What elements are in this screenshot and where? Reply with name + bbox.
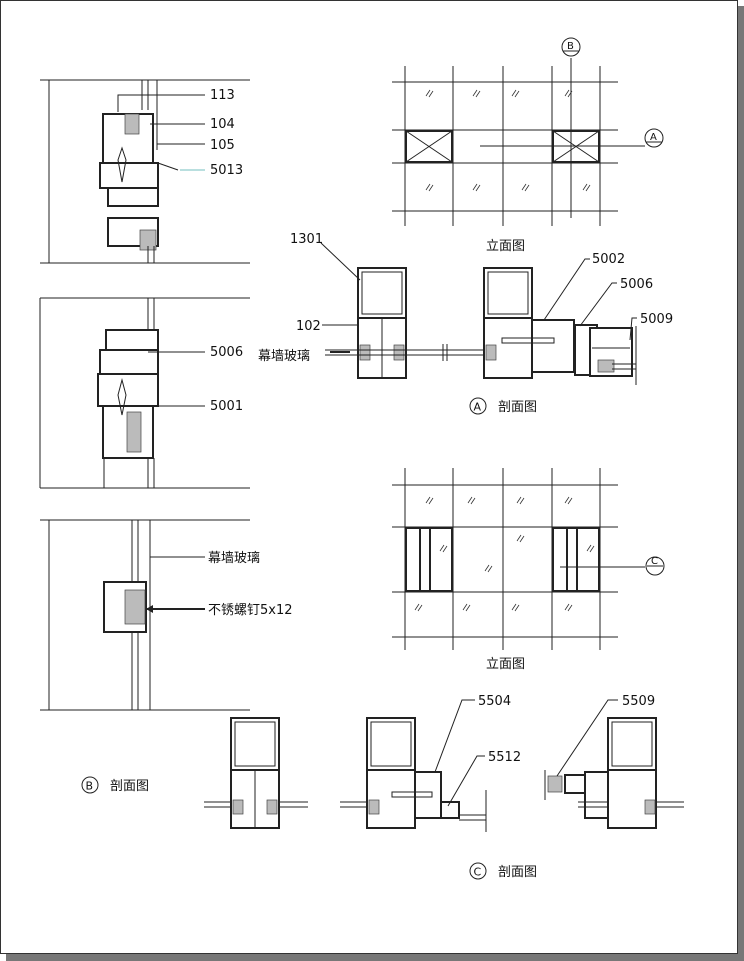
label-113: 113 xyxy=(210,88,235,103)
section-a-title: 剖面图 xyxy=(498,400,537,415)
label-stainless-screw: 不锈螺钉5x12 xyxy=(208,603,293,618)
label-5002: 5002 xyxy=(592,252,625,267)
section-c-marker: C xyxy=(474,866,482,879)
label-curtain-glass: 幕墙玻璃 xyxy=(208,551,260,566)
label-105: 105 xyxy=(210,138,235,153)
section-a-marker: A xyxy=(474,401,482,414)
section-c-title: 剖面图 xyxy=(498,865,537,880)
label-5001: 5001 xyxy=(210,399,243,414)
bubble-c-circle xyxy=(645,556,665,576)
elevation-top-title: 立面图 xyxy=(486,239,525,254)
bubble-b-circle xyxy=(561,37,581,57)
bubble-a-circle xyxy=(644,128,664,148)
section-a-marker-circle xyxy=(469,397,487,415)
label-5006-a: 5006 xyxy=(620,277,653,292)
label-5512: 5512 xyxy=(488,750,521,765)
elevation-bottom-drawing xyxy=(392,468,645,650)
section-a-drawing xyxy=(320,242,637,385)
label-102: 102 xyxy=(296,319,321,334)
section-b-title: 剖面图 xyxy=(110,779,149,794)
section-b-marker-circle xyxy=(81,776,99,794)
section-b-marker: B xyxy=(86,780,94,793)
section-c-drawing xyxy=(204,699,684,832)
label-1301: 1301 xyxy=(290,232,323,247)
label-5013: 5013 xyxy=(210,163,243,178)
elevation-bottom-title: 立面图 xyxy=(486,657,525,672)
section-c-marker-circle xyxy=(469,862,487,880)
bubble-a: A xyxy=(650,132,657,143)
label-5006: 5006 xyxy=(210,345,243,360)
label-5509: 5509 xyxy=(622,694,655,709)
section-b-drawing xyxy=(39,79,250,711)
label-curtain-glass-a: 幕墙玻璃 xyxy=(258,349,310,364)
label-104: 104 xyxy=(210,117,235,132)
bubble-c: C xyxy=(651,556,658,567)
label-5504: 5504 xyxy=(478,694,511,709)
bubble-b: B xyxy=(567,41,574,52)
label-5009: 5009 xyxy=(640,312,673,327)
elevation-top-drawing xyxy=(392,58,645,226)
